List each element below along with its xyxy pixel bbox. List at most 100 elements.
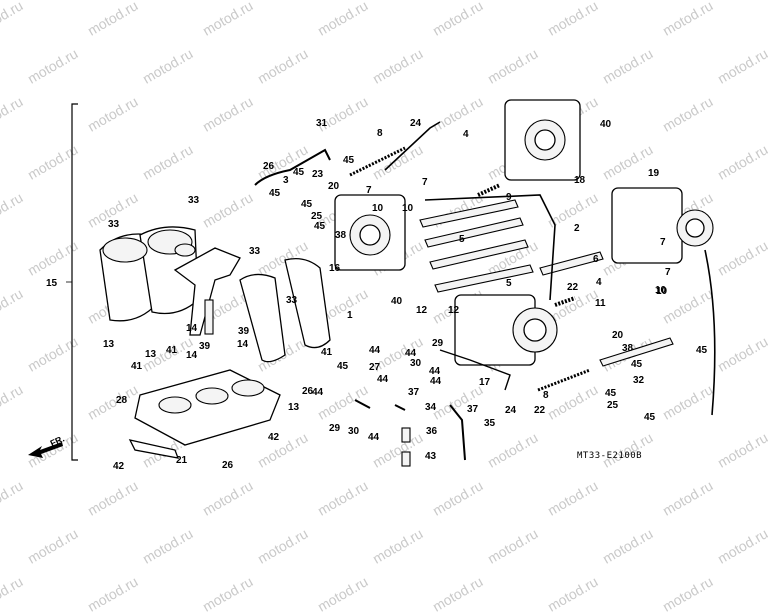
callout-7: 7 — [660, 237, 666, 248]
choke-cable — [384, 121, 441, 171]
callout-11: 11 — [595, 298, 606, 309]
callout-35: 35 — [484, 418, 496, 429]
callout-8: 8 — [543, 390, 549, 401]
callout-43: 43 — [425, 451, 437, 462]
callout-23: 23 — [312, 169, 324, 180]
callout-44: 44 — [369, 345, 381, 356]
callout-40: 40 — [391, 296, 403, 307]
callout-45: 45 — [631, 359, 643, 370]
callout-45: 45 — [293, 167, 305, 178]
callout-45: 45 — [644, 412, 656, 423]
callout-8: 8 — [377, 128, 383, 139]
callout-14: 14 — [237, 339, 249, 350]
callout-37: 37 — [408, 387, 420, 398]
callout-19: 19 — [648, 168, 660, 179]
callout-34: 34 — [425, 402, 437, 413]
assembly-bracket — [71, 103, 78, 461]
callout-41: 41 — [131, 361, 143, 372]
callout-36: 36 — [426, 426, 438, 437]
callout-24: 24 — [505, 405, 517, 416]
callout-26: 26 — [222, 460, 234, 471]
callout-18: 18 — [574, 175, 586, 186]
air-box — [134, 369, 281, 446]
callout-12: 12 — [448, 305, 460, 316]
callout-15: 15 — [46, 278, 58, 289]
callout-25: 25 — [607, 400, 619, 411]
callout-44: 44 — [368, 432, 380, 443]
callout-37: 37 — [467, 404, 479, 415]
vent-tube — [704, 249, 716, 416]
callout-20: 20 — [612, 330, 624, 341]
callout-5: 5 — [459, 234, 465, 245]
callout-45: 45 — [301, 199, 313, 210]
callout-45: 45 — [696, 345, 708, 356]
callout-44: 44 — [429, 366, 441, 377]
callout-21: 21 — [176, 455, 188, 466]
front-arrow — [28, 442, 63, 458]
watermark-text: motod.ru — [0, 573, 26, 615]
callout-4: 4 — [596, 277, 602, 288]
callout-24: 24 — [410, 118, 422, 129]
callout-31: 31 — [316, 118, 328, 129]
joint-pipes — [419, 194, 604, 301]
callout-45: 45 — [314, 221, 326, 232]
callout-44: 44 — [377, 374, 389, 385]
callout-29: 29 — [432, 338, 444, 349]
callout-45: 45 — [605, 388, 617, 399]
callout-45: 45 — [337, 361, 349, 372]
callout-45: 45 — [269, 188, 281, 199]
callout-33: 33 — [108, 219, 120, 230]
callout-16: 16 — [329, 263, 341, 274]
air-funnel-pair — [99, 226, 199, 322]
choke-cable-lower — [439, 349, 511, 391]
callout-13: 13 — [103, 339, 115, 350]
callout-45: 45 — [343, 155, 355, 166]
callout-10: 10 — [656, 286, 668, 297]
callout-22: 22 — [534, 405, 546, 416]
callout-29: 29 — [329, 423, 341, 434]
callout-41: 41 — [321, 347, 333, 358]
callout-14: 14 — [186, 350, 198, 361]
carburetor-left-front — [334, 194, 406, 271]
callout-3: 3 — [283, 175, 289, 186]
callout-4: 4 — [463, 129, 469, 140]
callout-22: 22 — [567, 282, 579, 293]
callout-17: 17 — [479, 377, 491, 388]
callout-9: 9 — [506, 192, 512, 203]
callout-33: 33 — [249, 246, 261, 257]
springs — [349, 146, 591, 392]
callout-20: 20 — [328, 181, 340, 192]
callout-39: 39 — [199, 341, 211, 352]
callout-26: 26 — [302, 386, 314, 397]
callout-44: 44 — [405, 348, 417, 359]
small-hoses — [354, 399, 466, 467]
callout-44: 44 — [312, 387, 324, 398]
watermark-text: motod.ru — [429, 573, 486, 615]
callout-30: 30 — [348, 426, 360, 437]
callout-27: 27 — [369, 362, 381, 373]
link-rod — [599, 337, 674, 367]
stay-bracket — [128, 439, 180, 459]
carburetor-center — [454, 294, 558, 366]
callout-33: 33 — [286, 295, 298, 306]
watermark-text: motod.ru — [659, 573, 716, 615]
callout-28: 28 — [116, 395, 128, 406]
callout-7: 7 — [366, 185, 372, 196]
callout-38: 38 — [622, 343, 634, 354]
callout-10: 10 — [655, 285, 667, 296]
callout-39: 39 — [238, 326, 250, 337]
callout-40: 40 — [600, 119, 612, 130]
air-funnel-middle — [239, 257, 331, 363]
watermark-text: motod.ru — [314, 573, 371, 615]
callout-2: 2 — [574, 223, 580, 234]
callout-42: 42 — [268, 432, 280, 443]
carburetor-right-rear — [504, 99, 581, 181]
linkage-bracket — [173, 247, 241, 336]
carburetor-far-right — [611, 187, 714, 264]
callout-38: 38 — [335, 230, 347, 241]
callout-26: 26 — [263, 161, 275, 172]
watermark-text: motod.ru — [199, 573, 256, 615]
callout-13: 13 — [288, 402, 300, 413]
watermark-text: motod.ru — [84, 573, 141, 615]
